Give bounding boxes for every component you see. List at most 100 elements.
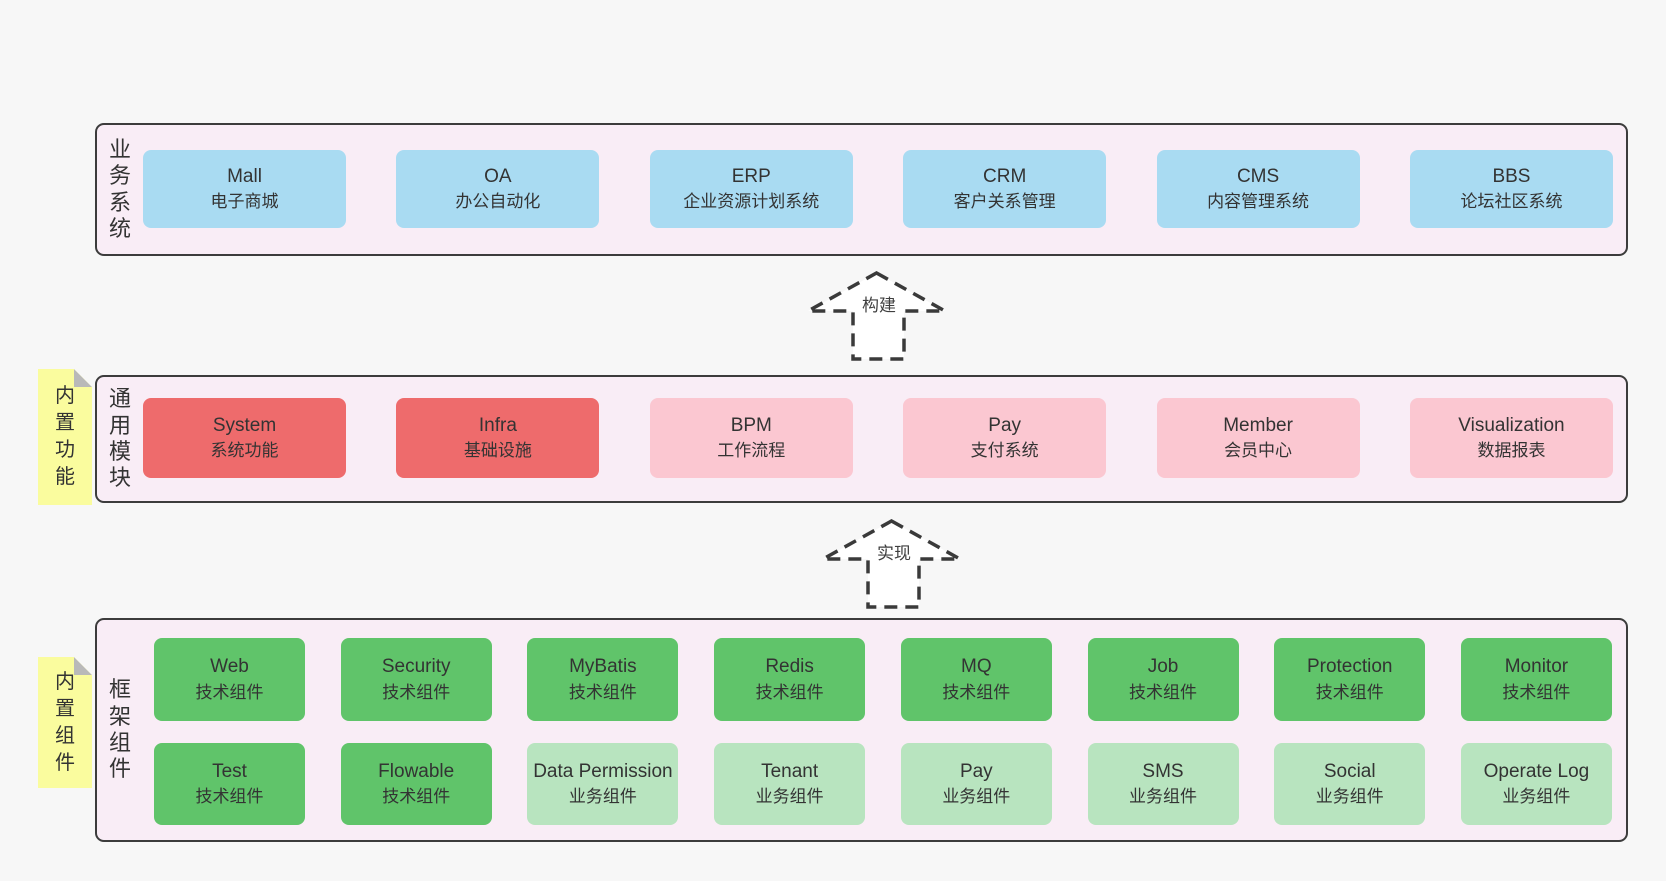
box-subtitle: 业务组件 [1129, 787, 1198, 807]
box-title: Pay [988, 414, 1022, 436]
box-subtitle: 技术组件 [1315, 682, 1384, 702]
section-label-business: 业务系统 [97, 125, 143, 254]
box-title: OA [484, 165, 512, 187]
note-text: 内置功能 [55, 385, 75, 488]
section-label-modules: 通用模块 [97, 377, 143, 501]
box-title: Flowable [378, 760, 455, 782]
box-visualization: Visualization 数据报表 [1409, 398, 1613, 478]
box-title: Web [210, 656, 249, 678]
box-title: Monitor [1504, 656, 1569, 678]
section-business-systems: 业务系统 Mall 电子商城 OA 办公自动化 ERP 企业资源计划系统 CRM… [95, 123, 1628, 256]
box-title: Tenant [761, 760, 819, 782]
box-bpm: BPM 工作流程 [649, 398, 853, 478]
arrow-label: 实现 [877, 544, 911, 563]
section-label-text: 框架组件 [109, 677, 132, 782]
box-title: System [212, 414, 277, 436]
build-arrow: 构建 [805, 270, 948, 361]
box-title: ERP [731, 165, 771, 187]
box-job: Job 技术组件 [1087, 638, 1239, 721]
box-subtitle: 技术组件 [1502, 682, 1571, 702]
box-mybatis: MyBatis 技术组件 [527, 638, 679, 721]
box-subtitle: 技术组件 [1129, 682, 1198, 702]
box-title: Protection [1306, 656, 1393, 678]
box-title: CMS [1236, 165, 1280, 187]
components-box-row-1: Web 技术组件 Security 技术组件 MyBatis 技术组件 Redi… [154, 638, 1612, 721]
box-subtitle: 论坛社区系统 [1460, 192, 1563, 212]
box-infra: Infra 基础设施 [396, 398, 600, 478]
box-subtitle: 基础设施 [463, 441, 532, 461]
box-title: Infra [478, 414, 517, 436]
box-test: Test 技术组件 [154, 743, 305, 825]
box-security: Security 技术组件 [340, 638, 492, 721]
box-subtitle: 技术组件 [382, 682, 451, 702]
box-flowable: Flowable 技术组件 [340, 743, 492, 825]
business-box-row: Mall 电子商城 OA 办公自动化 ERP 企业资源计划系统 CRM 客户关系… [143, 150, 1613, 228]
box-member: Member 会员中心 [1156, 398, 1360, 478]
box-title: Social [1323, 760, 1376, 782]
box-social: Social 业务组件 [1274, 743, 1426, 825]
box-subtitle: 业务组件 [755, 787, 824, 807]
implement-arrow: 实现 [820, 518, 963, 609]
note-built-in-components: 内置组件 [38, 657, 92, 788]
box-subtitle: 数据报表 [1477, 441, 1546, 461]
box-title: BBS [1492, 165, 1531, 187]
arrow-label-background [872, 540, 917, 566]
box-web: Web 技术组件 [154, 638, 305, 721]
modules-box-row: System 系统功能 Infra 基础设施 BPM 工作流程 Pay 支付系统… [143, 398, 1613, 478]
box-title: Pay [959, 760, 993, 782]
box-subtitle: 内容管理系统 [1207, 192, 1310, 212]
box-protection: Protection 技术组件 [1274, 638, 1426, 721]
box-oa: OA 办公自动化 [396, 150, 600, 228]
box-title: MyBatis [569, 656, 637, 678]
box-operate-log: Operate Log 业务组件 [1460, 743, 1612, 825]
box-pay-component: Pay 业务组件 [900, 743, 1052, 825]
box-title: Redis [765, 656, 814, 678]
box-pay: Pay 支付系统 [903, 398, 1107, 478]
arrow-label-background [857, 292, 902, 318]
box-title: Visualization [1458, 414, 1565, 436]
box-mall: Mall 电子商城 [143, 150, 346, 228]
box-subtitle: 电子商城 [210, 192, 279, 212]
box-erp: ERP 企业资源计划系统 [649, 150, 853, 228]
box-system: System 系统功能 [143, 398, 346, 478]
box-subtitle: 技术组件 [195, 682, 264, 702]
box-cms: CMS 内容管理系统 [1156, 150, 1360, 228]
box-redis: Redis 技术组件 [714, 638, 866, 721]
box-title: MQ [961, 656, 992, 678]
box-subtitle: 技术组件 [942, 682, 1011, 702]
box-sms: SMS 业务组件 [1087, 743, 1239, 825]
arrow-label: 构建 [862, 296, 896, 315]
box-subtitle: 业务组件 [942, 787, 1011, 807]
box-subtitle: 技术组件 [382, 787, 451, 807]
box-title: CRM [983, 165, 1027, 187]
box-subtitle: 支付系统 [970, 441, 1039, 461]
box-subtitle: 客户关系管理 [953, 192, 1056, 212]
section-framework-components: 框架组件 Web 技术组件 Security 技术组件 MyBatis 技术组件… [95, 618, 1628, 842]
components-box-row-2: Test 技术组件 Flowable 技术组件 Data Permission … [154, 743, 1612, 825]
box-data-permission: Data Permission 业务组件 [527, 743, 679, 825]
box-bbs: BBS 论坛社区系统 [1409, 150, 1613, 228]
box-title: Member [1223, 414, 1293, 436]
box-monitor: Monitor 技术组件 [1460, 638, 1612, 721]
note-built-in-features: 内置功能 [38, 369, 92, 505]
box-subtitle: 办公自动化 [455, 192, 541, 212]
box-title: Mall [227, 165, 262, 187]
box-subtitle: 技术组件 [755, 682, 824, 702]
box-subtitle: 技术组件 [568, 682, 637, 702]
box-title: Job [1147, 656, 1179, 678]
box-title: Data Permission [533, 760, 673, 782]
note-text: 内置组件 [55, 670, 75, 774]
box-mq: MQ 技术组件 [900, 638, 1052, 721]
section-label-components: 框架组件 [97, 620, 143, 840]
box-title: Operate Log [1483, 760, 1590, 782]
box-subtitle: 系统功能 [210, 441, 279, 461]
box-subtitle: 会员中心 [1224, 441, 1293, 461]
box-subtitle: 工作流程 [717, 441, 786, 461]
box-subtitle: 业务组件 [1315, 787, 1384, 807]
box-title: Security [381, 656, 451, 678]
box-title: SMS [1142, 760, 1184, 782]
section-label-text: 业务系统 [109, 136, 132, 241]
box-title: Test [212, 760, 247, 782]
box-tenant: Tenant 业务组件 [714, 743, 866, 825]
